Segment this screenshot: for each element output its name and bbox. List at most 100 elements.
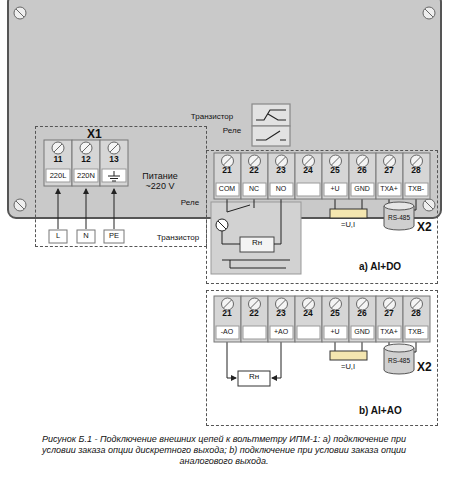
screw-slot <box>305 300 313 308</box>
relay-transistor-illustration <box>211 199 301 274</box>
terminal <box>295 153 322 199</box>
terminal <box>349 153 376 199</box>
terminal-strip <box>270 183 293 196</box>
label: 27 <box>384 309 393 318</box>
screw-slot <box>359 300 367 308</box>
node-text: X1 <box>87 128 102 141</box>
label: 28 <box>411 166 420 175</box>
terminal-strip <box>46 169 70 182</box>
terminal-strip <box>405 183 428 196</box>
label: 26 <box>357 309 366 318</box>
label: 25 <box>330 166 339 175</box>
terminal-region: X2b) AI+AORS-485 <box>206 290 438 426</box>
figure-caption: Рисунок Б.1 - Подключение внешних цепей … <box>24 434 424 467</box>
load-wiring <box>227 340 281 386</box>
label: Питание ~220 V <box>135 172 185 192</box>
terminal-strip <box>243 326 266 339</box>
label: TXB- <box>408 328 424 336</box>
label: L <box>56 232 60 240</box>
label: 11 <box>54 155 63 164</box>
terminal-strip <box>216 183 239 196</box>
terminal-strip <box>378 326 401 339</box>
label: 24 <box>303 166 312 175</box>
label: NC <box>249 185 259 193</box>
terminal-region: X1 <box>35 126 207 247</box>
terminal <box>72 140 100 186</box>
terminal-strip <box>405 326 428 339</box>
panel-screws <box>14 7 435 211</box>
terminal-strip <box>297 326 320 339</box>
screw-slot <box>224 300 232 308</box>
label: Rн <box>252 239 262 248</box>
label: 23 <box>276 166 285 175</box>
terminal-strip <box>270 326 293 339</box>
terminal-blocks <box>44 140 430 342</box>
screw-slot <box>278 300 286 308</box>
label: 26 <box>357 166 366 175</box>
terminal <box>376 153 403 199</box>
label: 220N <box>77 172 95 180</box>
label: 27 <box>384 166 393 175</box>
label: NO <box>276 185 287 193</box>
label: 22 <box>249 309 258 318</box>
terminal-screw <box>52 142 64 154</box>
label: +U <box>330 185 339 193</box>
node-text: RS-485 <box>388 214 410 221</box>
screw-slot <box>251 300 259 308</box>
terminal <box>214 153 241 199</box>
terminal-strip <box>351 183 374 196</box>
screw-slot <box>413 157 421 165</box>
rs485-cylinder: RS-485 <box>383 201 415 231</box>
terminal-strip <box>351 326 374 339</box>
terminal <box>295 296 322 342</box>
terminal-strip <box>324 183 347 196</box>
terminal <box>268 153 295 199</box>
node-text: X2 <box>417 221 432 234</box>
label: GND <box>354 185 370 193</box>
screw-slot <box>82 144 90 152</box>
label: TXA+ <box>380 185 398 193</box>
label: GND <box>354 328 370 336</box>
label: Реле <box>223 127 241 136</box>
label: =U,I <box>341 363 355 371</box>
label: 23 <box>276 309 285 318</box>
terminal-strip <box>216 326 239 339</box>
label: TXB- <box>408 185 424 193</box>
label: 22 <box>249 166 258 175</box>
label: +U <box>330 328 339 336</box>
screw-slot <box>305 157 313 165</box>
screw-slot <box>413 300 421 308</box>
terminal-strip <box>74 169 98 182</box>
label: 21 <box>222 309 231 318</box>
rs485-cylinder: RS-485 <box>383 343 415 375</box>
terminal <box>44 140 72 186</box>
screw-slot <box>278 157 286 165</box>
terminal <box>403 153 430 199</box>
terminal-strip <box>243 183 266 196</box>
terminal-region: X2a) AI+DORS-485 <box>206 150 438 284</box>
screw-slot <box>332 300 340 308</box>
terminal-strip <box>297 183 320 196</box>
terminal <box>241 153 268 199</box>
label: 25 <box>330 309 339 318</box>
terminal <box>403 296 430 342</box>
terminal <box>349 296 376 342</box>
node-text: X2 <box>417 361 432 374</box>
label: Rн <box>249 373 259 382</box>
screw-slot <box>386 300 394 308</box>
screw-slot <box>110 144 118 152</box>
label: =U,I <box>341 221 355 229</box>
terminal-strip <box>378 183 401 196</box>
screw-slot <box>386 157 394 165</box>
label: COM <box>219 185 235 193</box>
node-text: RS-485 <box>388 357 410 364</box>
terminal <box>322 296 349 342</box>
label: PE <box>109 232 119 240</box>
label: Реле <box>181 199 199 208</box>
label: +AO <box>274 328 288 336</box>
terminal <box>214 296 241 342</box>
label: Транзистор <box>191 113 233 122</box>
screw-slot <box>251 157 259 165</box>
label: 24 <box>303 309 312 318</box>
terminal <box>376 296 403 342</box>
